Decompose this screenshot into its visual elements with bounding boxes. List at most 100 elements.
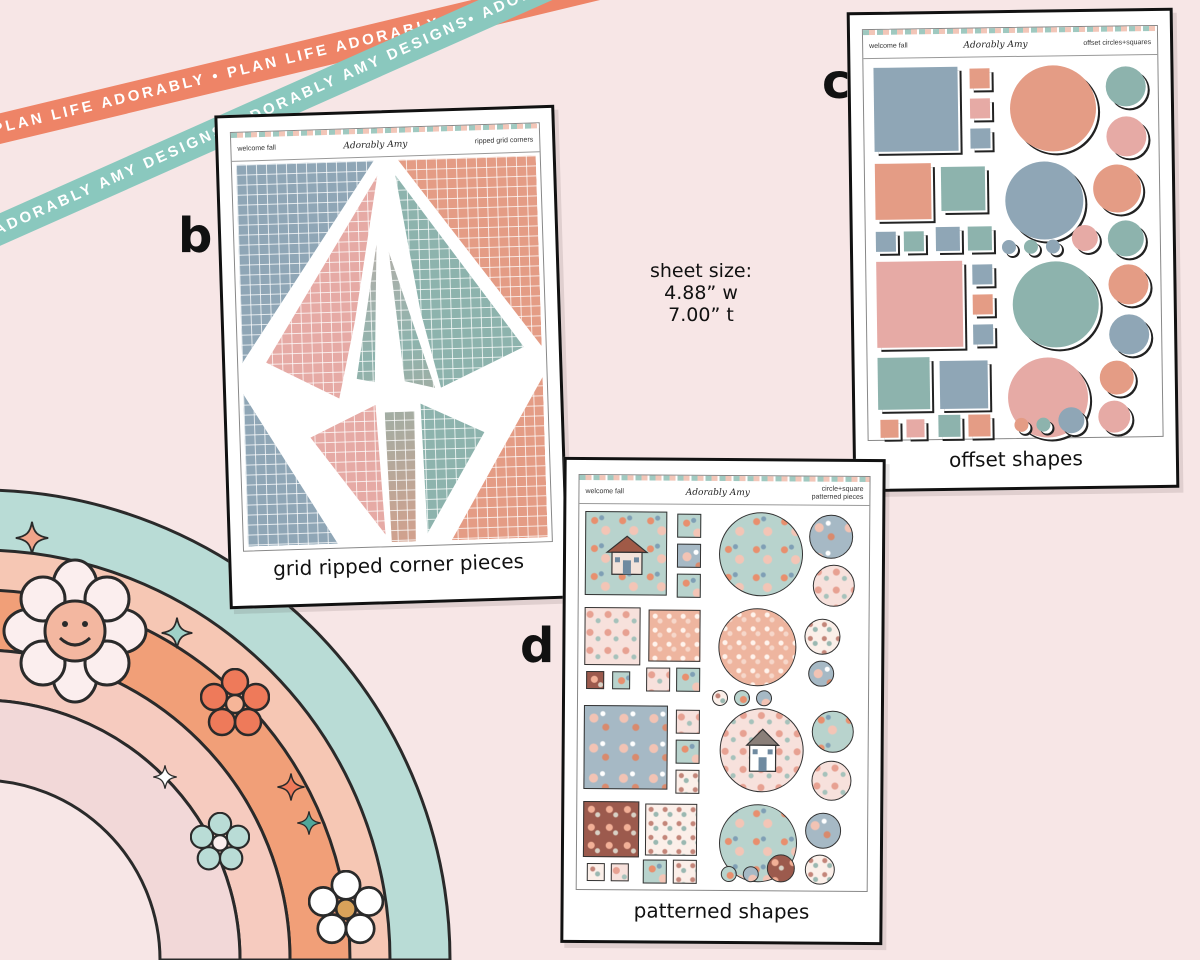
- circle-sticker: [733, 690, 751, 707]
- flower-icon: [308, 870, 384, 945]
- sticker-sheet: welcome fall Adorably Amy ripped grid co…: [229, 122, 553, 552]
- circle-sticker: [755, 690, 773, 707]
- header-left-label: welcome fall: [869, 42, 908, 50]
- header-left-label: welcome fall: [585, 488, 624, 496]
- square-sticker: [877, 357, 931, 410]
- square-sticker: [675, 709, 700, 734]
- circle-sticker: [718, 607, 797, 687]
- circle-sticker: [1106, 116, 1147, 157]
- square-sticker: [967, 226, 993, 251]
- circle-sticker: [1004, 161, 1084, 241]
- circle-sticker: [1098, 400, 1131, 433]
- square-sticker: [675, 769, 700, 794]
- square-sticker: [582, 801, 640, 858]
- sheet-size-label: sheet size:: [649, 260, 753, 282]
- square-sticker: [970, 128, 991, 149]
- circle-sticker: [1014, 417, 1029, 432]
- header-right-label: offset circles+squares: [1083, 39, 1152, 47]
- square-sticker: [676, 573, 701, 598]
- circle-sticker: [812, 564, 855, 607]
- cottage-icon: [605, 535, 649, 576]
- circle-sticker: [1071, 224, 1099, 252]
- circle-sticker: [1099, 360, 1135, 395]
- square-sticker: [644, 803, 698, 856]
- circle-sticker: [742, 866, 759, 883]
- square-sticker: [880, 419, 899, 438]
- circle-sticker: [1105, 66, 1147, 107]
- sparkle-icon: [153, 765, 177, 789]
- square-sticker: [586, 863, 605, 882]
- header-right-label: ripped grid corners: [474, 136, 534, 146]
- brand-logo: Adorably Amy: [963, 39, 1028, 51]
- square-sticker: [586, 671, 605, 690]
- circle-sticker: [804, 854, 835, 885]
- circle-sticker: [1058, 407, 1085, 434]
- circle-sticker: [1009, 64, 1097, 153]
- card-patterned-shapes: welcome fall Adorably Amy circle+square …: [560, 456, 886, 946]
- square-sticker: [939, 360, 989, 410]
- card-caption: patterned shapes: [633, 898, 810, 924]
- circle-sticker: [804, 618, 841, 655]
- square-sticker: [940, 166, 986, 211]
- sheet-size-width: 4.88” w: [664, 282, 738, 304]
- header-right-label: circle+square patterned pieces: [812, 486, 864, 501]
- circle-sticker: [1036, 417, 1051, 432]
- square-sticker: [973, 324, 994, 345]
- offset-shape-grid: [871, 60, 1154, 439]
- square-sticker: [676, 667, 701, 692]
- sheet-header: welcome fall Adorably Amy offset circles…: [862, 30, 1158, 60]
- brand-logo: Adorably Amy: [685, 487, 750, 498]
- variant-letter-c: c: [822, 54, 851, 110]
- circle-sticker: [1045, 239, 1061, 254]
- square-sticker: [906, 419, 925, 438]
- circle-sticker: [1107, 220, 1145, 257]
- circle-sticker: [808, 514, 854, 559]
- square-sticker: [972, 294, 993, 315]
- square-sticker: [969, 98, 991, 119]
- circle-sticker: [720, 865, 737, 883]
- square-sticker: [672, 859, 697, 884]
- circle-sticker: [804, 812, 842, 849]
- square-sticker: [972, 264, 993, 285]
- header-right-line-2: patterned pieces: [811, 493, 864, 501]
- circle-sticker: [1108, 264, 1149, 305]
- square-sticker: [968, 414, 991, 437]
- square-sticker: [874, 163, 932, 220]
- smiley-flower-icon: [2, 558, 148, 704]
- sheet-header: welcome fall Adorably Amy circle+square …: [579, 479, 870, 507]
- circle-sticker: [1108, 314, 1150, 355]
- square-sticker: [935, 226, 961, 252]
- square-sticker: [676, 543, 702, 568]
- house-icon: [745, 728, 781, 772]
- circle-sticker: [711, 689, 729, 707]
- square-sticker: [646, 667, 671, 692]
- square-sticker: [903, 231, 925, 252]
- card-grid-ripped-corners: welcome fall Adorably Amy ripped grid co…: [214, 104, 570, 610]
- card-caption: grid ripped corner pieces: [272, 548, 525, 581]
- square-sticker: [642, 859, 667, 884]
- square-sticker: [648, 609, 701, 662]
- circle-sticker: [1092, 164, 1142, 213]
- sticker-sheet: welcome fall Adorably Amy offset circles…: [861, 24, 1164, 442]
- sheet-size-note: sheet size: 4.88” w 7.00” t: [636, 260, 766, 326]
- square-sticker-cottage: [584, 511, 668, 596]
- square-sticker: [938, 414, 961, 438]
- circle-sticker: [1001, 239, 1017, 255]
- sheet-size-height: 7.00” t: [668, 304, 734, 326]
- card-caption: offset shapes: [948, 446, 1083, 472]
- sticker-sheet: welcome fall Adorably Amy circle+square …: [575, 473, 871, 893]
- sparkle-icon: [15, 521, 49, 555]
- card-offset-shapes: welcome fall Adorably Amy offset circles…: [846, 7, 1180, 493]
- circle-sticker-pumpkin: [811, 710, 854, 753]
- square-sticker: [675, 739, 700, 764]
- circle-sticker: [811, 760, 852, 801]
- flower-icon: [200, 668, 270, 737]
- square-sticker: [610, 863, 629, 882]
- variant-letter-b: b: [178, 208, 213, 264]
- patterned-shape-grid: [582, 509, 864, 885]
- variant-letter-d: d: [520, 618, 555, 674]
- square-sticker: [876, 260, 964, 348]
- circle-sticker: [1012, 260, 1100, 349]
- sparkle-icon: [277, 773, 305, 801]
